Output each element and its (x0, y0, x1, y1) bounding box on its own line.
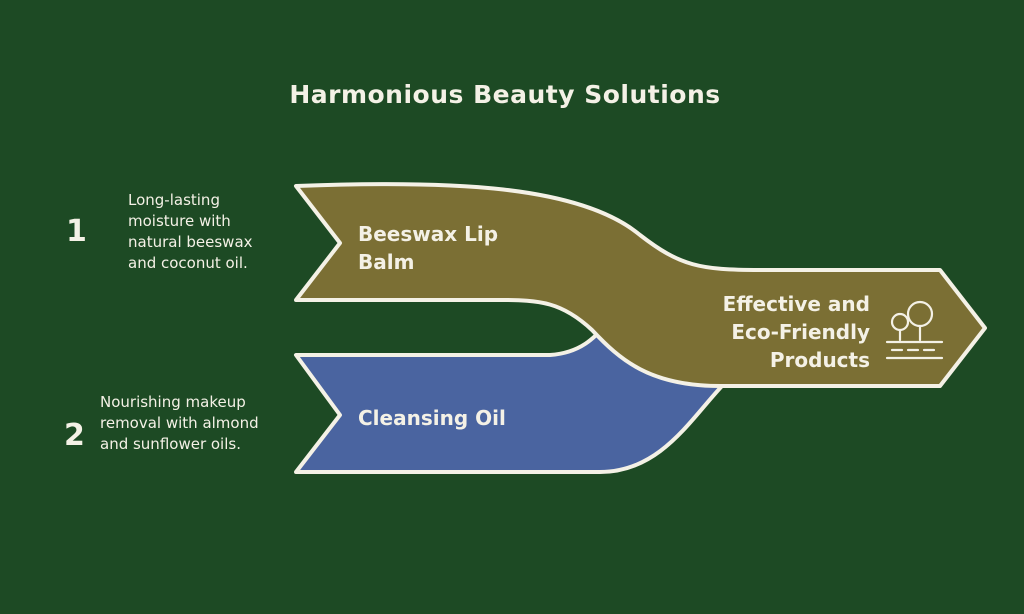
result-label: Effective and Eco-Friendly Products (722, 292, 870, 372)
lip-balm-arrow (294, 181, 987, 388)
lip-balm-label: Beeswax Lip Balm (358, 222, 499, 274)
step-description-2: Nourishing makeup removal with almond an… (100, 393, 259, 453)
diagram-title: Harmonious Beauty Solutions (289, 80, 721, 109)
step-description-1: Long-lasting moisture with natural beesw… (128, 191, 253, 272)
step-number-2: 2 (64, 418, 85, 453)
cleansing-oil-label: Cleansing Oil (358, 406, 506, 430)
step-number-1: 1 (66, 214, 87, 249)
trees-icon (885, 300, 944, 360)
cleansing-oil-arrow (294, 320, 724, 474)
